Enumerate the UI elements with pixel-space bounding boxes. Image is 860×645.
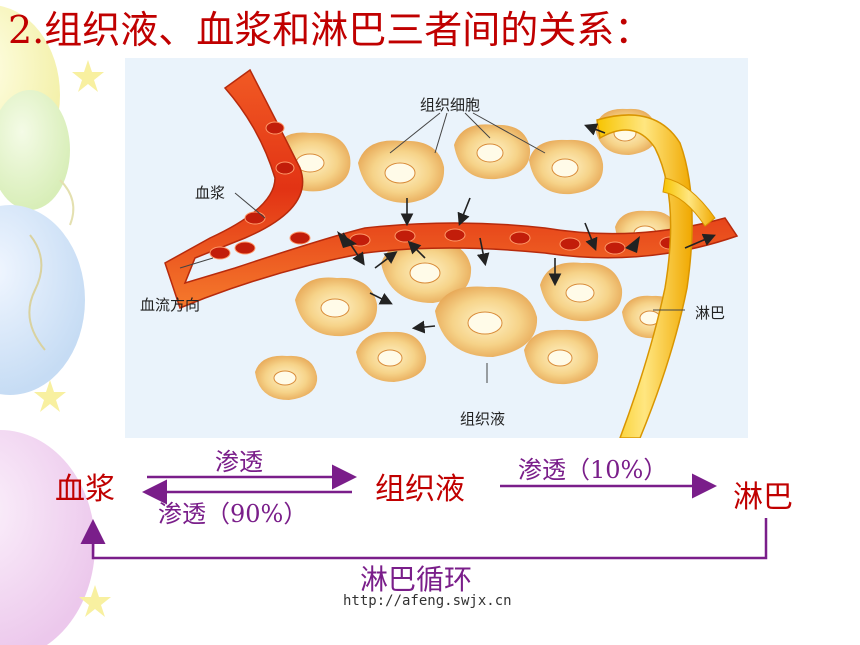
edge-label-plasma-to-tissue: 渗透 bbox=[215, 448, 263, 476]
star-decorations bbox=[34, 60, 111, 617]
tissue-diagram: 组织细胞 血浆 血流方向 淋巴 组织液 bbox=[125, 58, 748, 439]
label-plasma: 血浆 bbox=[195, 184, 226, 202]
relationship-diagram: 血浆 组织液 淋巴 渗透 渗透（90%） 渗透（10%） 淋巴循环 bbox=[0, 440, 860, 645]
balloon-pink bbox=[0, 430, 95, 645]
lymph-vessel bbox=[596, 114, 716, 439]
relationship-arrows bbox=[80, 464, 768, 560]
balloon-string-2 bbox=[59, 179, 75, 226]
label-tissue-fluid: 组织液 bbox=[460, 410, 506, 428]
label-blood-flow-direction: 血流方向 bbox=[140, 296, 201, 314]
tissue-illustration bbox=[125, 58, 748, 439]
flow-arrowhead-2 bbox=[625, 236, 640, 253]
label-tissue-cells: 组织细胞 bbox=[420, 96, 481, 114]
balloon-blue bbox=[0, 205, 85, 395]
node-lymph: 淋巴 bbox=[733, 480, 793, 515]
source-url: http://afeng.swjx.cn bbox=[343, 593, 512, 609]
balloon-green bbox=[0, 90, 70, 210]
slide-title: 2.组织液、血浆和淋巴三者间的关系： bbox=[8, 8, 653, 52]
balloon-string bbox=[28, 234, 46, 351]
edge-label-tissue-to-lymph: 渗透（10%） bbox=[518, 456, 668, 484]
leader-lines bbox=[179, 112, 685, 383]
flow-arrowhead-1 bbox=[337, 231, 357, 248]
node-plasma: 血浆 bbox=[55, 472, 115, 507]
exchange-arrows bbox=[342, 123, 716, 334]
edge-label-lymph-cycle: 淋巴循环 bbox=[360, 563, 473, 596]
label-lymph: 淋巴 bbox=[695, 304, 726, 322]
edge-label-tissue-to-plasma: 渗透（90%） bbox=[158, 500, 308, 528]
arrow-lymph-cycle bbox=[80, 518, 768, 560]
node-tissue-fluid: 组织液 bbox=[375, 472, 465, 507]
